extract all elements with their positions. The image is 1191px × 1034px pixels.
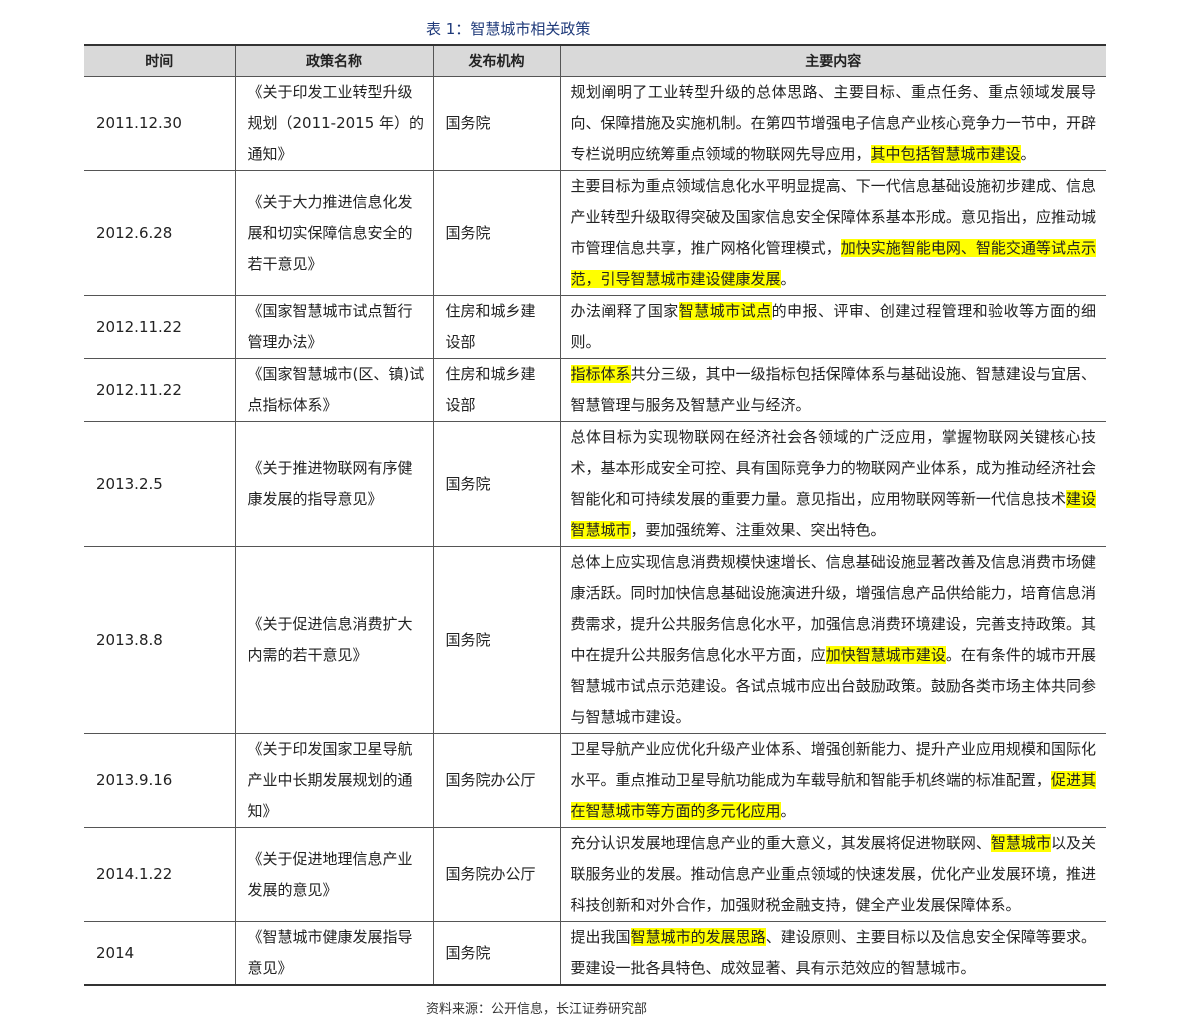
content-text: 。	[1020, 145, 1036, 163]
content-text: 。	[780, 802, 796, 820]
table-header-row: 时间 政策名称 发布机构 主要内容	[84, 44, 1106, 77]
cell-issuing-agency: 住房和城乡建设部	[432, 295, 561, 359]
content-text: 提出我国	[570, 928, 631, 946]
cell-policy-name: 《智慧城市健康发展指导意见》	[234, 921, 434, 986]
cell-main-content: 规划阐明了工业转型升级的总体思路、主要目标、重点任务、重点领域发展导向、保障措施…	[559, 76, 1106, 171]
cell-issuing-agency: 国务院	[432, 170, 561, 296]
content-text: 。	[780, 270, 796, 288]
caption-title: 智慧城市相关政策	[470, 20, 591, 38]
table-row: 2011.12.30《关于印发工业转型升级规划（2011-2015 年）的通知》…	[84, 76, 1106, 171]
cell-main-content: 充分认识发展地理信息产业的重大意义，其发展将促进物联网、智慧城市以及关联服务业的…	[559, 827, 1106, 922]
header-main-content: 主要内容	[559, 44, 1106, 77]
caption-prefix: 表 1：	[426, 20, 471, 38]
highlighted-text: 智慧城市的发展思路	[630, 928, 766, 946]
cell-issuing-agency: 国务院办公厅	[432, 827, 561, 922]
cell-policy-name: 《国家智慧城市(区、镇)试点指标体系》	[234, 358, 434, 422]
content-text: 规划阐明了工业转型升级的总体思路、主要目标、重点任务、重点领域发展导向、保障措施…	[570, 83, 1097, 163]
cell-issuing-agency: 国务院	[432, 421, 561, 547]
highlighted-text: 加快智慧城市建设	[825, 646, 946, 664]
cell-issuing-agency: 国务院办公厅	[432, 733, 561, 828]
table-row: 2014.1.22《关于促进地理信息产业发展的意见》国务院办公厅充分认识发展地理…	[84, 827, 1106, 922]
cell-issuing-agency: 住房和城乡建设部	[432, 358, 561, 422]
cell-date: 2011.12.30	[84, 76, 236, 171]
cell-main-content: 主要目标为重点领域信息化水平明显提高、下一代信息基础设施初步建成、信息产业转型升…	[559, 170, 1106, 296]
content-text: 办法阐释了国家	[570, 302, 679, 320]
content-text: 卫星导航产业应优化升级产业体系、增强创新能力、提升产业应用规模和国际化水平。重点…	[570, 740, 1097, 789]
cell-main-content: 提出我国智慧城市的发展思路、建设原则、主要目标以及信息安全保障等要求。要建设一批…	[559, 921, 1106, 986]
content-text: 总体上应实现信息消费规模快速增长、信息基础设施显著改善及信息消费市场健康活跃。同…	[570, 553, 1097, 664]
highlighted-text: 智慧城市试点	[678, 302, 772, 320]
cell-date: 2013.2.5	[84, 421, 236, 547]
content-text: 的申报、评审、创建过程管理和验收等方面的细则。	[570, 302, 1096, 351]
cell-policy-name: 《关于促进信息消费扩大内需的若干意见》	[234, 546, 434, 734]
cell-date: 2012.11.22	[84, 358, 236, 422]
table-row: 2013.8.8《关于促进信息消费扩大内需的若干意见》国务院总体上应实现信息消费…	[84, 546, 1106, 734]
cell-date: 2013.9.16	[84, 733, 236, 828]
cell-policy-name: 《关于大力推进信息化发展和切实保障信息安全的若干意见》	[234, 170, 434, 296]
cell-issuing-agency: 国务院	[432, 76, 561, 171]
cell-policy-name: 《关于推进物联网有序健康发展的指导意见》	[234, 421, 434, 547]
cell-date: 2014.1.22	[84, 827, 236, 922]
content-text: 总体目标为实现物联网在经济社会各领域的广泛应用，掌握物联网关键核心技术，基本形成…	[570, 428, 1097, 508]
policy-table: 时间 政策名称 发布机构 主要内容 2011.12.30《关于印发工业转型升级规…	[84, 44, 1106, 986]
cell-issuing-agency: 国务院	[432, 546, 561, 734]
table-row: 2012.6.28《关于大力推进信息化发展和切实保障信息安全的若干意见》国务院主…	[84, 170, 1106, 296]
cell-policy-name: 《关于印发国家卫星导航产业中长期发展规划的通知》	[234, 733, 434, 828]
header-issuing-agency: 发布机构	[432, 44, 561, 77]
content-text: 。在有条件的城市开展智慧城市试点示范建设。各试点城市应出台鼓励政策。鼓励各类市场…	[570, 646, 1097, 726]
cell-main-content: 总体目标为实现物联网在经济社会各领域的广泛应用，掌握物联网关键核心技术，基本形成…	[559, 421, 1106, 547]
table-row: 2014《智慧城市健康发展指导意见》国务院提出我国智慧城市的发展思路、建设原则、…	[84, 921, 1106, 986]
cell-date: 2012.11.22	[84, 295, 236, 359]
content-text: 充分认识发展地理信息产业的重大意义，其发展将促进物联网、	[570, 834, 991, 852]
cell-main-content: 办法阐释了国家智慧城市试点的申报、评审、创建过程管理和验收等方面的细则。	[559, 295, 1106, 359]
cell-date: 2014	[84, 921, 236, 986]
table-row: 2013.9.16《关于印发国家卫星导航产业中长期发展规划的通知》国务院办公厅卫…	[84, 733, 1106, 828]
content-text: 主要目标为重点领域信息化水平明显提高、下一代信息基础设施初步建成、信息产业转型升…	[570, 177, 1097, 257]
cell-date: 2013.8.8	[84, 546, 236, 734]
cell-date: 2012.6.28	[84, 170, 236, 296]
highlighted-text: 智慧城市	[990, 834, 1051, 852]
header-policy-name: 政策名称	[234, 44, 434, 77]
content-text: ，要加强统筹、注重效果、突出特色。	[630, 521, 886, 539]
cell-policy-name: 《关于印发工业转型升级规划（2011-2015 年）的通知》	[234, 76, 434, 171]
highlighted-text: 其中包括智慧城市建设	[870, 145, 1021, 163]
content-text: 以及关联服务业的发展。推动信息产业重点领域的快速发展，优化产业发展环境，推进科技…	[570, 834, 1097, 914]
cell-issuing-agency: 国务院	[432, 921, 561, 986]
table-row: 2012.11.22《国家智慧城市试点暂行管理办法》住房和城乡建设部办法阐释了国…	[84, 295, 1106, 359]
cell-main-content: 卫星导航产业应优化升级产业体系、增强创新能力、提升产业应用规模和国际化水平。重点…	[559, 733, 1106, 828]
table-row: 2012.11.22《国家智慧城市(区、镇)试点指标体系》住房和城乡建设部指标体…	[84, 358, 1106, 422]
highlighted-text: 指标体系	[570, 365, 631, 383]
content-text: 共分三级，其中一级指标包括保障体系与基础设施、智慧建设与宜居、智慧管理与服务及智…	[570, 365, 1096, 414]
cell-policy-name: 《国家智慧城市试点暂行管理办法》	[234, 295, 434, 359]
content-text: 、建设原则、主要目标以及信息安全保障等要求。要建设一批各具特色、成效显著、具有示…	[570, 928, 1096, 977]
cell-main-content: 指标体系共分三级，其中一级指标包括保障体系与基础设施、智慧建设与宜居、智慧管理与…	[559, 358, 1106, 422]
table-caption: 表 1：智慧城市相关政策	[426, 18, 590, 39]
table-row: 2013.2.5《关于推进物联网有序健康发展的指导意见》国务院总体目标为实现物联…	[84, 421, 1106, 547]
cell-policy-name: 《关于促进地理信息产业发展的意见》	[234, 827, 434, 922]
header-date: 时间	[84, 44, 236, 77]
source-note: 资料来源：公开信息，长江证券研究部	[426, 1002, 648, 1017]
cell-main-content: 总体上应实现信息消费规模快速增长、信息基础设施显著改善及信息消费市场健康活跃。同…	[559, 546, 1106, 734]
